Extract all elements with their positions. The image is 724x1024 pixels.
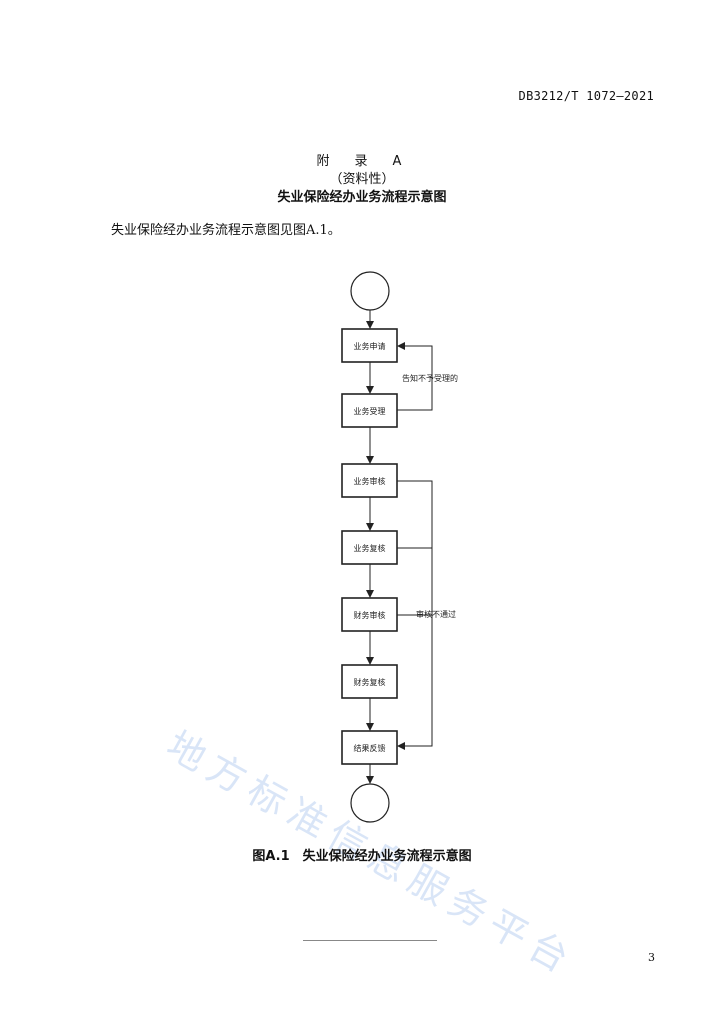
- process-box-fin-recheck: 财务复核: [341, 664, 398, 699]
- process-label-fin-review: 财务审核: [354, 610, 386, 620]
- process-box-accept: 业务受理: [341, 393, 398, 428]
- document-code: DB3212/T 1072—2021: [518, 89, 654, 103]
- annex-type: （资料性）: [329, 172, 395, 187]
- note-not-accepted: 告知不予受理的: [402, 373, 458, 383]
- process-label-fin-recheck: 财务复核: [354, 677, 386, 687]
- intro-paragraph: 失业保险经办业务流程示意图见图A.1。: [111, 223, 341, 238]
- annex-title: 失业保险经办业务流程示意图: [277, 190, 447, 205]
- figure-caption: 图A.1 失业保险经办业务流程示意图: [252, 849, 472, 864]
- process-label-recheck: 业务复核: [354, 543, 386, 553]
- annex-label: 附 录 A: [316, 154, 408, 169]
- process-box-disburse: 结果反馈: [341, 730, 398, 765]
- process-label-disburse: 结果反馈: [354, 743, 386, 753]
- note-not-passed: 审核不通过: [416, 609, 456, 619]
- page-number: 3: [648, 951, 655, 964]
- process-box-recheck: 业务复核: [341, 530, 398, 565]
- process-label-review: 业务审核: [354, 476, 386, 486]
- start-node: [350, 271, 390, 311]
- footer-divider: [303, 940, 437, 941]
- flow-connectors: [366, 310, 433, 784]
- process-label-accept: 业务受理: [354, 406, 386, 416]
- process-box-apply: 业务申请: [341, 328, 398, 363]
- process-label-apply: 业务申请: [354, 341, 386, 351]
- end-node: [350, 783, 390, 823]
- process-box-fin-review: 财务审核: [341, 597, 398, 632]
- process-box-review: 业务审核: [341, 463, 398, 498]
